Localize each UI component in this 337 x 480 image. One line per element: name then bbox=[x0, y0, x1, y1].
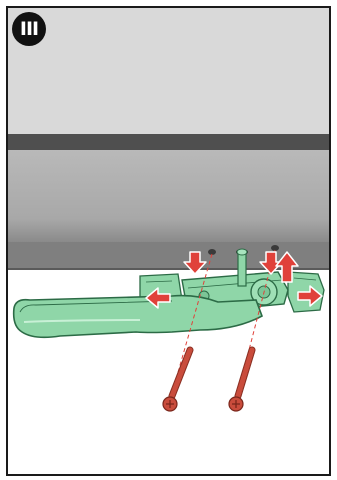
step-number-label: III bbox=[19, 18, 39, 40]
spindle bbox=[236, 248, 248, 287]
frame-sash-profile bbox=[8, 150, 329, 242]
screw-left bbox=[162, 346, 194, 412]
arrow-down-right-icon bbox=[259, 251, 283, 275]
frame-dark-bar bbox=[8, 134, 329, 150]
screw-hole-right bbox=[271, 245, 279, 251]
arrow-down-left-icon bbox=[183, 251, 207, 275]
screw-hole-left bbox=[208, 249, 216, 255]
frame-upper-panel bbox=[8, 8, 329, 134]
screw-right bbox=[228, 346, 256, 412]
arrow-up-right-icon bbox=[275, 251, 299, 283]
arrow-right-icon bbox=[297, 285, 323, 307]
step-number-badge: III bbox=[12, 12, 46, 46]
arrow-left-icon bbox=[145, 287, 171, 309]
window-handle-lever bbox=[12, 294, 263, 339]
